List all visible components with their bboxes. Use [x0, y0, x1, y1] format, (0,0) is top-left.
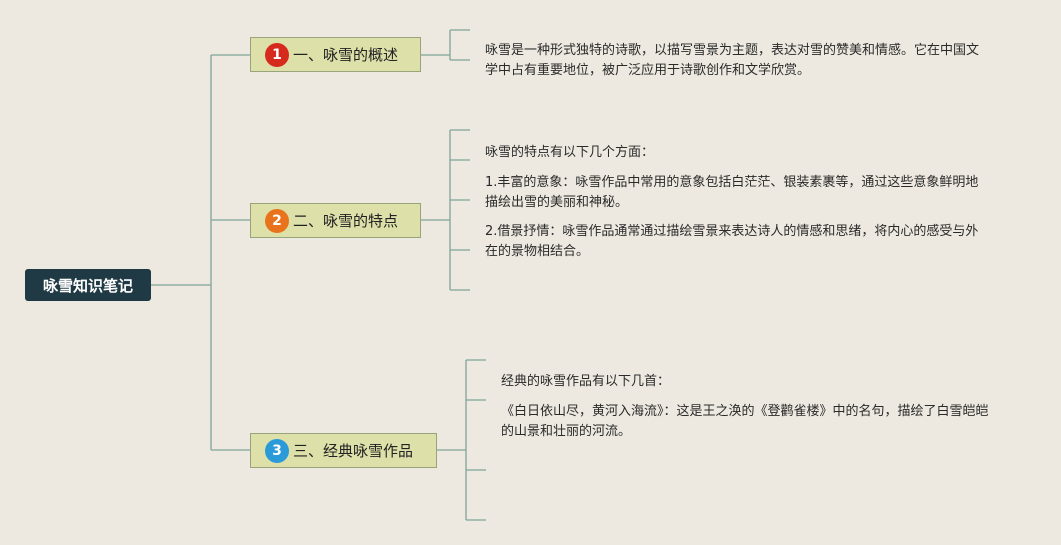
detail-text: 咏雪是一种形式独特的诗歌，以描写雪景为主题，表达对雪的赞美和情感。它在中国文学中… — [485, 43, 980, 78]
number-badge-icon: 2 — [265, 208, 289, 233]
detail-text: 1.丰富的意象：咏雪作品中常用的意象包括白茫茫、银装素裹等，通过这些意象鲜明地描… — [485, 175, 979, 210]
detail-features-emotion: 2.借景抒情：咏雪作品通常通过描绘雪景来表达诗人的情感和思绪，将内心的感受与外在… — [485, 222, 985, 262]
detail-text: 《白日依山尽，黄河入海流》：这是王之涣的《登鹳雀楼》中的名句，描绘了白雪皑皑的山… — [501, 404, 989, 439]
root-node[interactable]: 咏雪知识笔记 — [25, 269, 151, 301]
detail-classics-intro: 经典的咏雪作品有以下几首： — [501, 372, 1001, 392]
detail-features-intro: 咏雪的特点有以下几个方面： — [485, 143, 985, 163]
detail-text: 经典的咏雪作品有以下几首： — [501, 374, 671, 389]
branch-label: 一、咏雪的概述 — [293, 46, 399, 64]
detail-overview: 咏雪是一种形式独特的诗歌，以描写雪景为主题，表达对雪的赞美和情感。它在中国文学中… — [485, 41, 985, 81]
branch-label: 三、经典咏雪作品 — [293, 442, 414, 460]
branch-node-overview[interactable]: 1 一、咏雪的概述 — [250, 37, 421, 72]
detail-classics-poem: 《白日依山尽，黄河入海流》：这是王之涣的《登鹳雀楼》中的名句，描绘了白雪皑皑的山… — [501, 402, 1001, 442]
number-badge-icon: 1 — [265, 42, 289, 67]
detail-text: 咏雪的特点有以下几个方面： — [485, 145, 655, 160]
number-badge-icon: 3 — [265, 438, 289, 463]
detail-text: 2.借景抒情：咏雪作品通常通过描绘雪景来表达诗人的情感和思绪，将内心的感受与外在… — [485, 224, 979, 259]
branch-node-classics[interactable]: 3 三、经典咏雪作品 — [250, 433, 437, 468]
branch-node-features[interactable]: 2 二、咏雪的特点 — [250, 203, 421, 238]
detail-features-imagery: 1.丰富的意象：咏雪作品中常用的意象包括白茫茫、银装素裹等，通过这些意象鲜明地描… — [485, 173, 985, 213]
branch-label: 二、咏雪的特点 — [293, 212, 399, 230]
root-label: 咏雪知识笔记 — [42, 276, 133, 295]
